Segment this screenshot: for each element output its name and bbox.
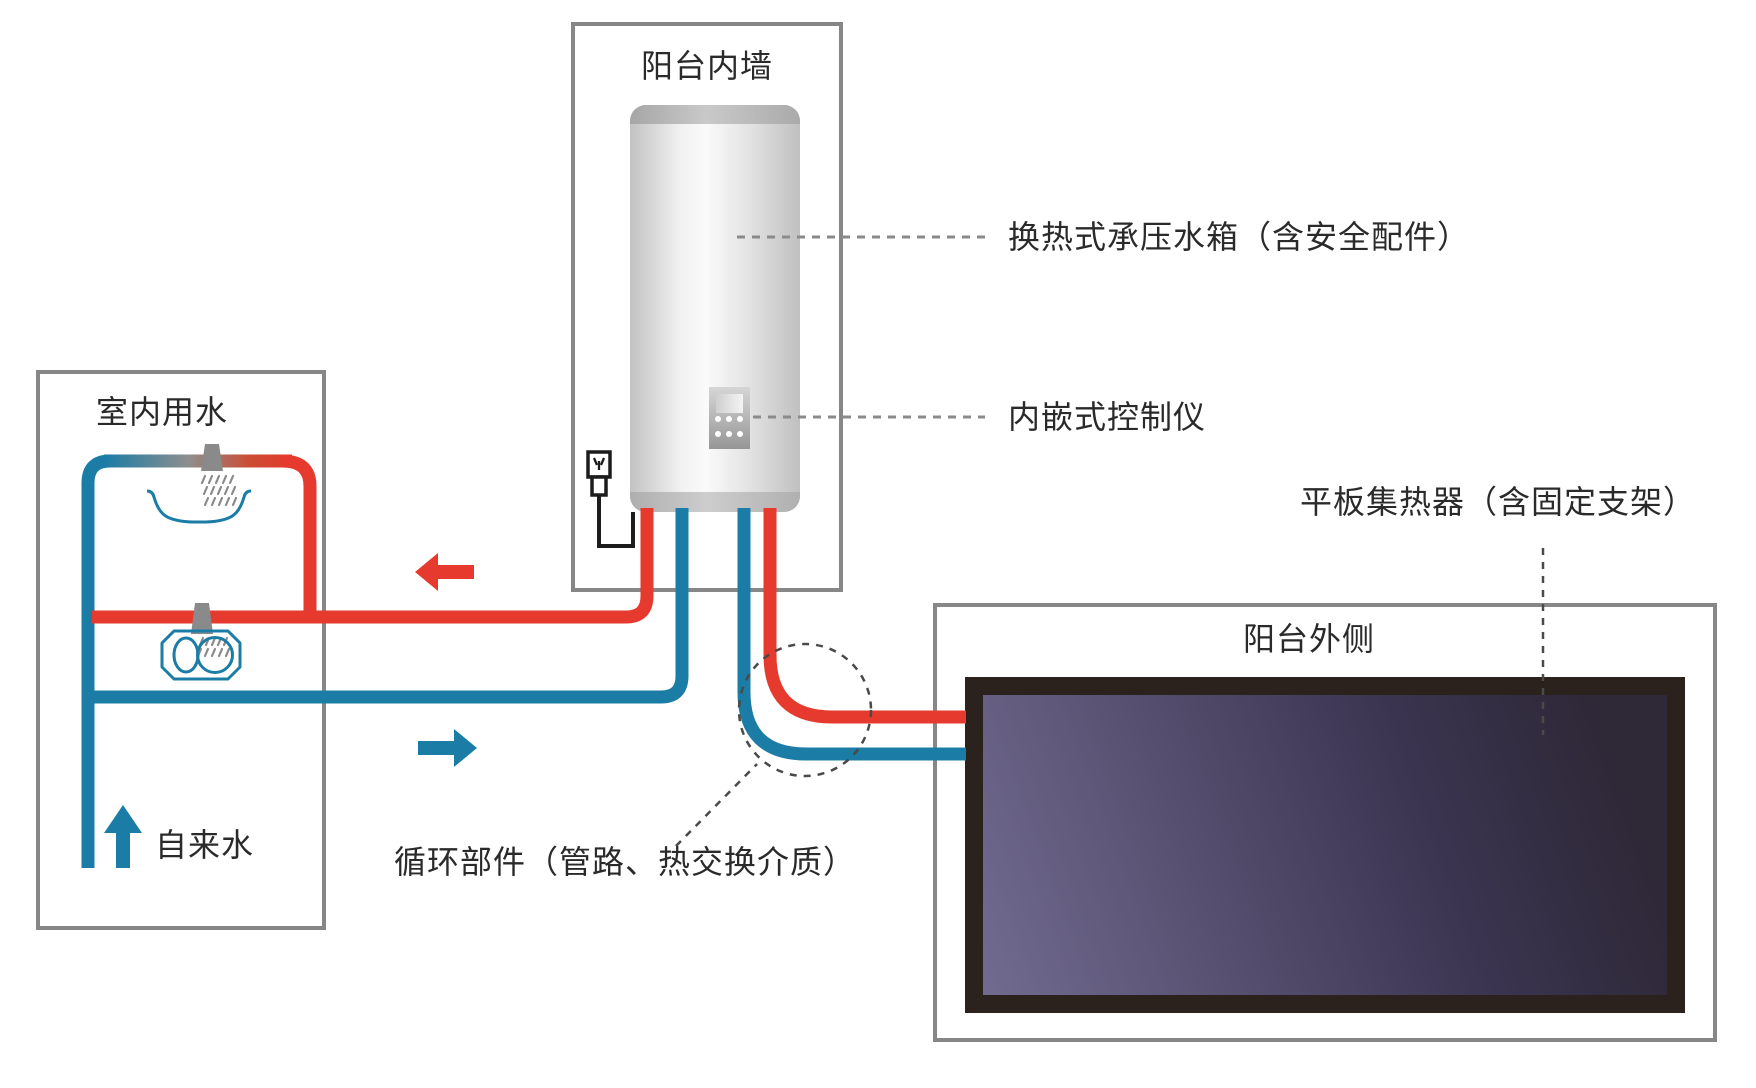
water-tank — [630, 105, 800, 512]
indoor-water-label: 室内用水 — [96, 393, 229, 431]
cold-flow-right-arrow-icon — [418, 729, 477, 767]
controller-screen — [716, 394, 743, 413]
controller-button — [737, 431, 743, 437]
tank-top-cap — [630, 105, 800, 124]
collector-absorber-panel — [983, 695, 1667, 995]
tank-bottom-cap — [630, 492, 800, 512]
inner-wall-label: 阳台内墙 — [640, 47, 773, 85]
collector-label: 平板集热器（含固定支架） — [1300, 483, 1697, 521]
flat-plate-collector — [965, 677, 1685, 1013]
inner-wall-box — [571, 22, 843, 592]
controller-button — [715, 416, 721, 422]
controller-button — [726, 416, 732, 422]
circulation-label: 循环部件（管路、热交换介质） — [394, 843, 857, 881]
controller-button — [715, 431, 721, 437]
outer-balcony-label: 阳台外侧 — [1243, 620, 1376, 658]
circulation-leader-line — [675, 763, 758, 847]
hot-flow-left-arrow-icon — [415, 553, 474, 591]
outer-balcony-box — [933, 603, 1717, 1042]
circulation-highlight-circle — [737, 642, 873, 778]
embedded-controller — [709, 387, 750, 449]
tank-label: 换热式承压水箱（含安全配件） — [1008, 218, 1471, 256]
tap-water-label: 自来水 — [155, 826, 255, 864]
controller-label: 内嵌式控制仪 — [1008, 398, 1207, 436]
controller-button — [726, 431, 732, 437]
controller-button — [737, 416, 743, 422]
